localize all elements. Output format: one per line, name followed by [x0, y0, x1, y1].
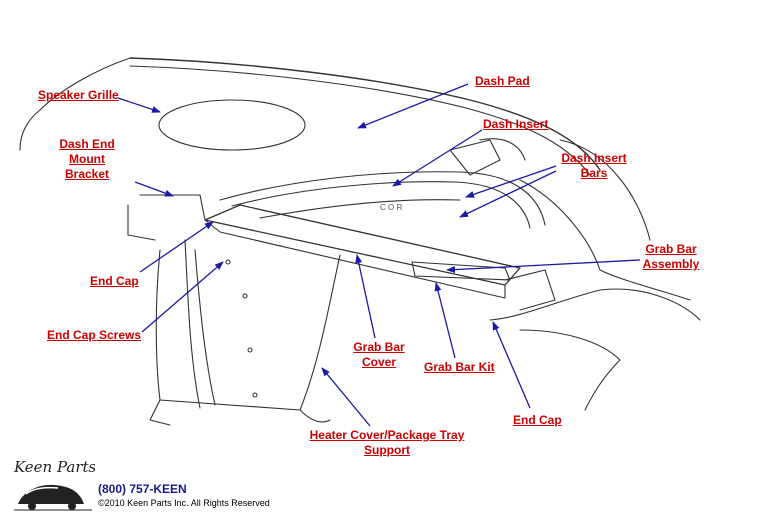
label-dash-insert-bars-line1: Dash Insert	[561, 151, 627, 165]
leader-arrows	[117, 83, 641, 427]
label-end-cap-screws[interactable]: End Cap Screws	[47, 328, 142, 342]
arrow-grab-bar-kit	[434, 282, 456, 359]
arrow-end-cap-right	[492, 321, 531, 409]
label-grab-bar-assembly-line2: Assembly	[642, 257, 700, 271]
svg-text:C O R: C O R	[380, 203, 402, 212]
label-heater-cover-line2: Support	[364, 443, 410, 457]
arrow-dash-end-mount-bracket	[134, 181, 174, 197]
label-grab-bar-cover-line2: Cover	[361, 355, 396, 369]
copyright-text: ©2010 Keen Parts Inc. All Rights Reserve…	[98, 498, 270, 508]
phone-number[interactable]: (800) 757-KEEN	[98, 482, 187, 496]
label-grab-bar-assembly[interactable]: Grab Bar Assembly	[640, 242, 702, 272]
label-grab-bar-kit[interactable]: Grab Bar Kit	[424, 360, 495, 374]
label-dash-end-line3: Bracket	[64, 167, 110, 181]
arrow-dash-insert-bar-2	[459, 170, 557, 218]
arrow-end-cap-left	[139, 221, 214, 273]
arrow-speaker-grille	[117, 97, 161, 113]
arrow-dash-insert-bar-1	[465, 165, 557, 198]
label-dash-end-line1: Dash End	[59, 137, 115, 151]
label-dash-insert[interactable]: Dash Insert	[483, 117, 549, 131]
arrow-grab-bar-assembly	[446, 259, 641, 274]
arrow-heater-cover	[321, 367, 371, 427]
dash-drawing: C O R	[19, 57, 701, 426]
label-dash-end-mount-bracket[interactable]: Dash End Mount Bracket	[56, 137, 118, 182]
label-end-cap-left[interactable]: End Cap	[90, 274, 139, 288]
arrow-grab-bar-cover	[355, 254, 376, 339]
label-grab-bar-cover-line1: Grab Bar	[353, 340, 405, 354]
label-dash-pad[interactable]: Dash Pad	[475, 74, 530, 88]
arrow-end-cap-screws	[141, 261, 224, 333]
speaker-grille-shape	[158, 99, 306, 151]
label-heater-cover[interactable]: Heater Cover/Package Tray Support	[303, 428, 471, 458]
label-end-cap-right[interactable]: End Cap	[513, 413, 562, 427]
arrow-dash-insert	[392, 129, 483, 187]
logo-script-text: Keen Parts	[13, 458, 95, 476]
arrow-dash-pad	[357, 83, 469, 129]
label-dash-insert-bars[interactable]: Dash Insert Bars	[558, 151, 630, 181]
label-grab-bar-cover[interactable]: Grab Bar Cover	[348, 340, 410, 370]
label-heater-cover-line1: Heater Cover/Package Tray	[309, 428, 465, 442]
label-dash-end-line2: Mount	[69, 152, 105, 166]
keen-parts-logo: Keen Parts	[13, 458, 95, 511]
label-speaker-grille[interactable]: Speaker Grille	[38, 88, 119, 102]
label-dash-insert-bars-line2: Bars	[580, 166, 608, 180]
label-grab-bar-assembly-line1: Grab Bar	[645, 242, 697, 256]
